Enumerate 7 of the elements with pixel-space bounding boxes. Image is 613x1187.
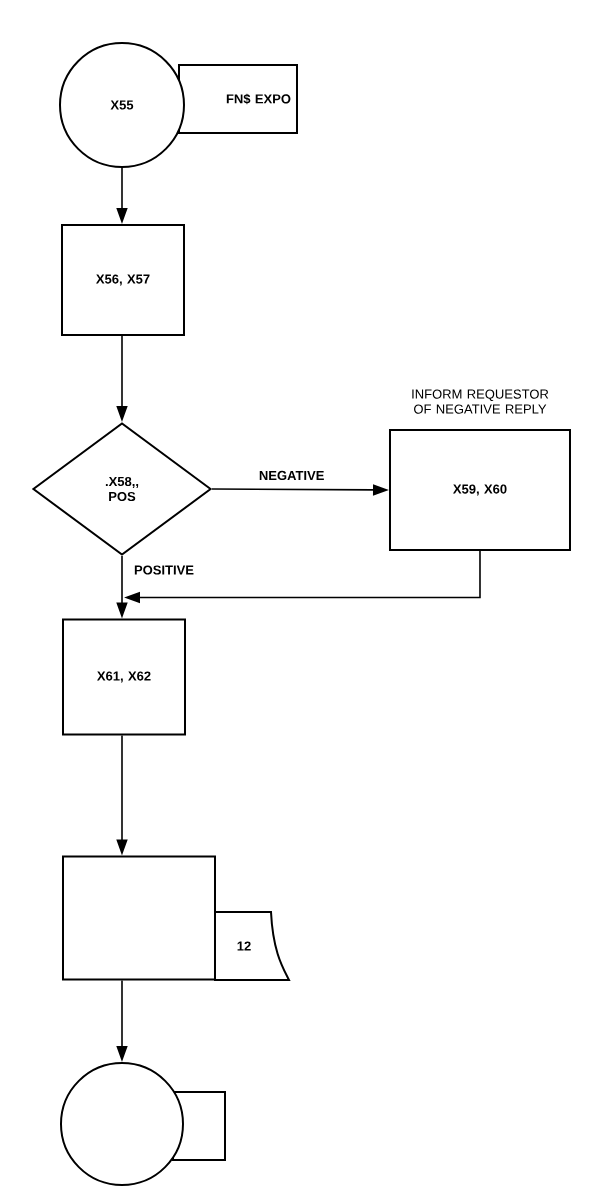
process-box: X61, X62 <box>62 618 186 736</box>
edge-label: POSITIVE <box>133 564 195 576</box>
process-box: INFORM REQUESTOR OF NEGATIVE REPLY X59, X60 <box>389 389 571 551</box>
node-label: INFORM REQUESTOR OF NEGATIVE REPLY <box>412 389 549 414</box>
edge-label: NEGATIVE <box>257 469 326 482</box>
tab-box: FN$ EXPO <box>178 64 298 134</box>
process-box: X56, X57 <box>61 224 185 336</box>
